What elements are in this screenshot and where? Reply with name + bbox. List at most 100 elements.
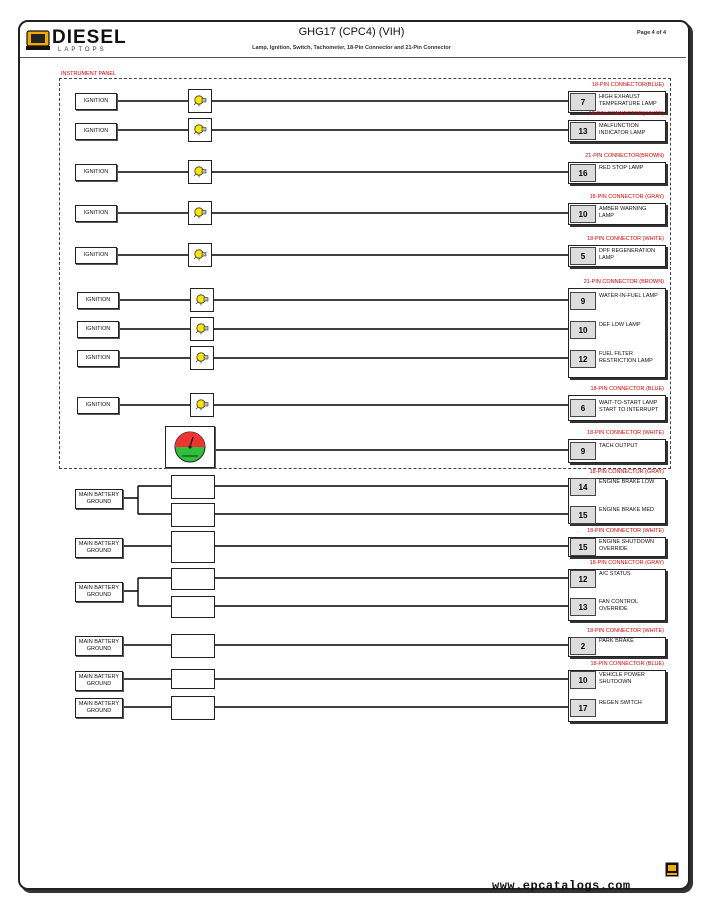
switch xyxy=(171,596,215,618)
footer-watermark-url: www.epcatalogs.com xyxy=(492,879,631,893)
indicator-lamp xyxy=(190,288,214,312)
lamp-bulb-icon xyxy=(193,95,207,107)
connector-pin-number: 16 xyxy=(570,164,596,182)
instrument-panel-label: INSTRUMENT PANEL xyxy=(61,71,117,77)
connector-pin-description: AMBER WARNING LAMP xyxy=(599,206,647,219)
connector-pin-description: TACH OUTPUT xyxy=(599,443,638,449)
lamp-bulb-icon xyxy=(195,294,209,306)
connector-pin-number: 10 xyxy=(570,671,596,689)
connector-pin-number: 17 xyxy=(570,699,596,717)
lamp-bulb-icon xyxy=(193,207,207,219)
switch-placeholder xyxy=(171,669,215,689)
tachometer-gauge xyxy=(165,426,215,468)
connector-pin-description: ENGINE BRAKE MED xyxy=(599,507,655,513)
connector-pin-number: 13 xyxy=(570,122,596,140)
indicator-lamp xyxy=(190,393,214,417)
page-number: Page 4 of 4 xyxy=(637,30,667,36)
ignition-source-box: IGNITION xyxy=(75,205,117,222)
connector-pin-number: 13 xyxy=(570,598,596,616)
connector-pin-description: WATER-IN-FUEL LAMP xyxy=(599,293,658,299)
connector-pin-description: RED STOP LAMP xyxy=(599,165,644,171)
switch xyxy=(171,634,215,658)
connector-pin-number: 12 xyxy=(570,350,596,368)
connector-label: 18-PIN CONNECTOR (WHITE) xyxy=(587,236,664,242)
connector-pin-description: VEHICLE POWER SHUTDOWN xyxy=(599,672,645,685)
main-battery-ground-box: MAIN BATTERY GROUND xyxy=(75,636,123,656)
lamp-bulb-icon xyxy=(193,166,207,178)
logo-text: DIESEL xyxy=(52,27,127,48)
connector-pin-number: 15 xyxy=(570,538,596,556)
ignition-source-box: IGNITION xyxy=(75,123,117,140)
switch xyxy=(171,503,215,527)
connector-pin-description: WAIT-TO-START LAMP START TO INTERRUPT xyxy=(599,400,659,413)
connector-pin-description: ENGINE SHUTDOWN OVERRIDE xyxy=(599,539,654,552)
connector-pin-description: A/C STATUS xyxy=(599,571,631,577)
connector-label: 18-PIN CONNECTOR(BLUE) xyxy=(591,82,664,88)
connector-label: 18-PIN CONNECTOR (GRAY) xyxy=(589,194,664,200)
main-battery-ground-box: MAIN BATTERY GROUND xyxy=(75,671,123,691)
switch xyxy=(171,475,215,499)
indicator-lamp xyxy=(188,118,212,142)
connector-pin-description: FUEL FILTER RESTRICTION LAMP xyxy=(599,351,653,364)
connector-label: 18-PIN CONNECTOR (GRAY) xyxy=(589,560,664,566)
lamp-bulb-icon xyxy=(195,399,209,411)
ignition-source-box: IGNITION xyxy=(75,247,117,264)
connector-label: 18-PIN CONNECTOR (WHITE) xyxy=(587,528,664,534)
connector-pin-number: 15 xyxy=(570,506,596,524)
connector-label: 21-PIN CONNECTOR(BROWN) xyxy=(585,153,664,159)
main-battery-ground-box: MAIN BATTERY GROUND xyxy=(75,582,123,602)
logo-subtext: LAPTOPS xyxy=(58,47,107,53)
main-battery-ground-box: MAIN BATTERY GROUND xyxy=(75,538,123,558)
ignition-source-box: IGNITION xyxy=(75,164,117,181)
connector-pin-description: HIGH EXHAUST TEMPERATURE LAMP xyxy=(599,94,657,107)
indicator-lamp xyxy=(188,160,212,184)
connector-pin-number: 10 xyxy=(570,205,596,223)
ignition-source-box: IGNITION xyxy=(77,350,119,367)
connector-pin-description: PARK BRAKE xyxy=(599,638,634,644)
tachometer-icon xyxy=(174,431,206,463)
header-divider xyxy=(20,57,686,58)
connector-pin-number: 5 xyxy=(570,247,596,265)
diesel-laptops-small-logo-icon xyxy=(665,862,679,877)
connector-pin-number: 7 xyxy=(570,93,596,111)
indicator-lamp xyxy=(188,201,212,225)
connector-pin-number: 12 xyxy=(570,570,596,588)
main-battery-ground-box: MAIN BATTERY GROUND xyxy=(75,489,123,509)
switch xyxy=(171,568,215,590)
switch xyxy=(171,531,215,563)
diesel-laptops-logo-icon xyxy=(26,30,50,50)
indicator-lamp xyxy=(190,346,214,370)
main-battery-ground-box: MAIN BATTERY GROUND xyxy=(75,698,123,718)
connector-pin-description: FAN CONTROL OVERRIDE xyxy=(599,599,638,612)
connector-label: 18-PIN CONNECTOR (GRAY) xyxy=(589,469,664,475)
ignition-source-box: IGNITION xyxy=(77,292,119,309)
connector-pin-number: 6 xyxy=(570,399,596,417)
connector-pin-number: 10 xyxy=(570,321,596,339)
connector-pin-description: REGEN SWITCH xyxy=(599,700,642,706)
indicator-lamp xyxy=(190,317,214,341)
page-title: GHG17 (CPC4) (VIH) xyxy=(298,26,405,38)
lamp-bulb-icon xyxy=(195,323,209,335)
ignition-source-box: IGNITION xyxy=(77,397,119,414)
connector-pin-description: DEF LOW LAMP xyxy=(599,322,641,328)
connector-label: 18-PIN CONNECTOR (BLUE) xyxy=(590,661,664,667)
page-subtitle: Lamp, Ignition, Switch, Tachometer, 18-P… xyxy=(252,45,451,51)
lamp-bulb-icon xyxy=(193,124,207,136)
switch xyxy=(171,696,215,720)
indicator-lamp xyxy=(188,89,212,113)
ignition-source-box: IGNITION xyxy=(75,93,117,110)
connector-label: 18-PIN CONNECTOR(WHITE) xyxy=(588,111,664,117)
connector-pin-number: 14 xyxy=(570,478,596,496)
connector-pin-description: MALFUNCTION INDICATOR LAMP xyxy=(599,123,646,136)
connector-pin-number: 9 xyxy=(570,292,596,310)
connector-label: 18-PIN CONNECTOR (WHITE) xyxy=(587,628,664,634)
indicator-lamp xyxy=(188,243,212,267)
connector-label: 21-PIN CONNECTOR (BROWN) xyxy=(583,279,664,285)
connector-pin-description: ENGINE BRAKE LOW xyxy=(599,479,655,485)
connector-pin-description: DPF REGENERATION LAMP xyxy=(599,248,656,261)
lamp-bulb-icon xyxy=(193,249,207,261)
connector-pin-number: 2 xyxy=(570,637,596,655)
ignition-source-box: IGNITION xyxy=(77,321,119,338)
